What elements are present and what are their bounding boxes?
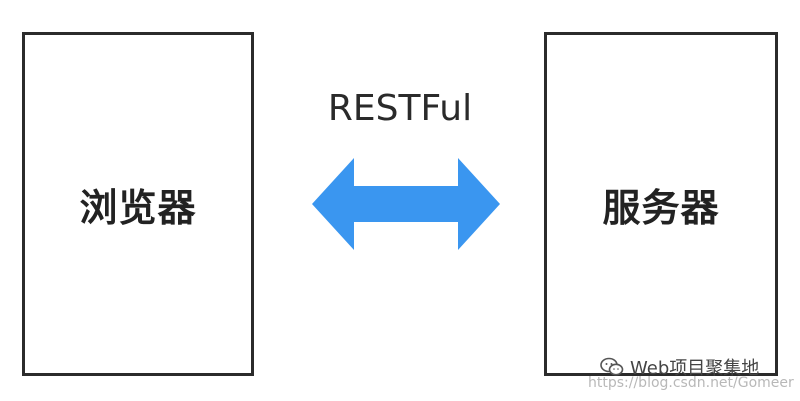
watermark-brand: Web项目聚集地 — [600, 354, 759, 380]
browser-box: 浏览器 — [22, 32, 254, 376]
watermark-url: https://blog.csdn.net/Gomeer — [588, 375, 794, 391]
arrow-shape — [312, 158, 500, 250]
watermark-brand-text: Web项目聚集地 — [630, 358, 760, 379]
server-label: 服务器 — [602, 185, 720, 230]
server-box: 服务器 — [544, 32, 778, 376]
wechat-icon — [600, 357, 624, 376]
browser-label: 浏览器 — [79, 185, 197, 230]
restful-label: RESTFul — [327, 88, 473, 129]
bidirectional-arrow — [312, 158, 500, 250]
